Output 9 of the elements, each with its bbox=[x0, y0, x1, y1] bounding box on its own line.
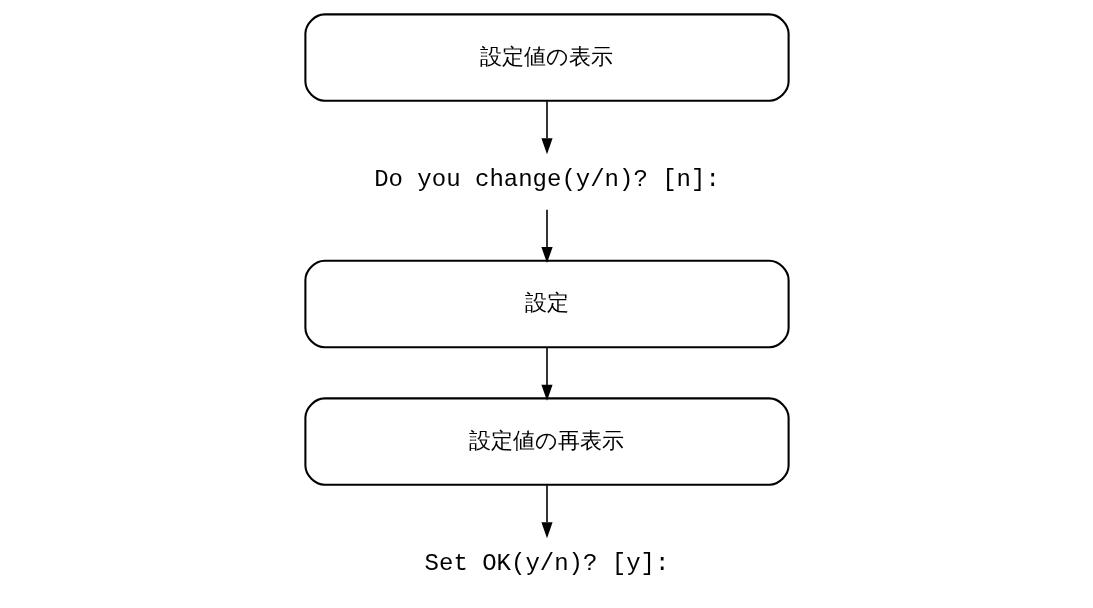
node-box: 設定値の再表示 bbox=[303, 397, 790, 486]
node-box: 設定値の表示 bbox=[303, 13, 790, 102]
arrow bbox=[540, 208, 553, 264]
node-text: Do you change(y/n)? [n]: bbox=[373, 166, 720, 194]
node-box: 設定 bbox=[303, 259, 790, 349]
arrow bbox=[540, 346, 553, 401]
arrow bbox=[540, 484, 553, 539]
arrow bbox=[540, 100, 553, 155]
node-text: Set OK(y/n)? [y]: bbox=[424, 550, 669, 578]
